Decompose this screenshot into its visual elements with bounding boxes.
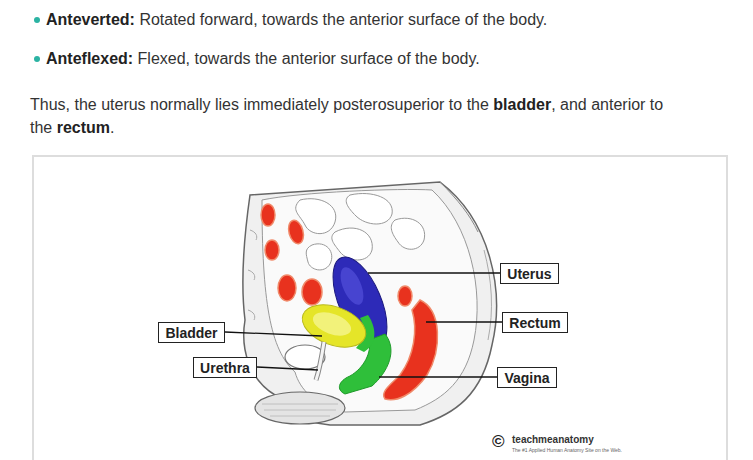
body-outline	[440, 182, 478, 232]
bold-term: ©	[492, 432, 505, 451]
red-bowel	[278, 275, 296, 301]
intestine-loops	[332, 228, 372, 260]
text-run: .	[110, 119, 114, 136]
bold-term: Anteflexed:	[46, 50, 133, 67]
red-bowel	[261, 204, 437, 400]
part-label: Vagina	[504, 369, 549, 387]
red-bowel	[265, 240, 279, 260]
label-box: Rectum	[502, 312, 568, 333]
watermark-tagline: The #1 Applied Human Anatomy Site on the…	[512, 447, 652, 454]
urethra-shape	[316, 342, 324, 380]
red-bowel	[398, 286, 412, 306]
label-box: Vagina	[497, 367, 557, 388]
text-run: Flexed, towards the anterior surface of …	[138, 50, 480, 67]
watermark-text: teachmeanatomy	[512, 434, 632, 446]
intestine-loops	[391, 218, 424, 249]
uterus-shape	[336, 264, 368, 308]
part-label: Uterus	[507, 265, 551, 283]
bold-term: bladder	[493, 96, 551, 113]
red-bowel	[302, 279, 322, 305]
body-paragraph: Thus, the uterus normally lies immediate…	[30, 93, 735, 139]
leader-line	[379, 376, 497, 377]
bold-term: rectum	[57, 119, 110, 136]
part-label: Urethra	[200, 359, 250, 377]
body-outline	[262, 189, 477, 412]
bullet-dot	[34, 56, 40, 62]
intestine-loops	[346, 194, 392, 224]
intestine-loops	[306, 244, 332, 270]
red-bowel	[384, 300, 438, 400]
leader-line	[257, 367, 318, 370]
body-outline	[248, 230, 257, 320]
red-bowel	[261, 204, 275, 226]
body-outline	[243, 182, 497, 425]
part-label: Rectum	[509, 314, 560, 332]
urethra-shape	[316, 342, 324, 380]
bold-term: Anteverted:	[46, 11, 135, 28]
bladder-shape	[296, 297, 371, 355]
text-run: Thus, the uterus normally lies immediate…	[30, 96, 489, 113]
definition-line: Anteverted:Rotated forward, towards the …	[46, 8, 736, 31]
label-box: Urethra	[193, 357, 257, 378]
urethra-shape	[316, 342, 324, 380]
body-outline	[243, 182, 497, 425]
bladder-shape	[296, 297, 371, 355]
bold-term: teachmeanatomy	[512, 434, 594, 445]
label-box: Uterus	[500, 263, 559, 284]
leader-line	[225, 273, 502, 377]
leader-line	[368, 272, 500, 273]
body-outline	[255, 392, 345, 424]
label-box: Bladder	[158, 322, 225, 343]
body-outline	[262, 404, 338, 416]
leader-line	[225, 332, 322, 336]
leader-line	[426, 321, 502, 322]
text-run: The #1 Applied Human Anatomy Site on the…	[512, 447, 622, 453]
bullet-dot	[34, 17, 40, 23]
body-outline	[484, 250, 491, 340]
part-label: Bladder	[165, 324, 217, 342]
text-run: Rotated forward, towards the anterior su…	[139, 11, 547, 28]
intestine-loops	[296, 194, 425, 270]
figure-frame	[33, 156, 727, 460]
definition-line: Anteflexed: Flexed, towards the anterior …	[46, 47, 736, 70]
red-bowel	[286, 219, 306, 246]
